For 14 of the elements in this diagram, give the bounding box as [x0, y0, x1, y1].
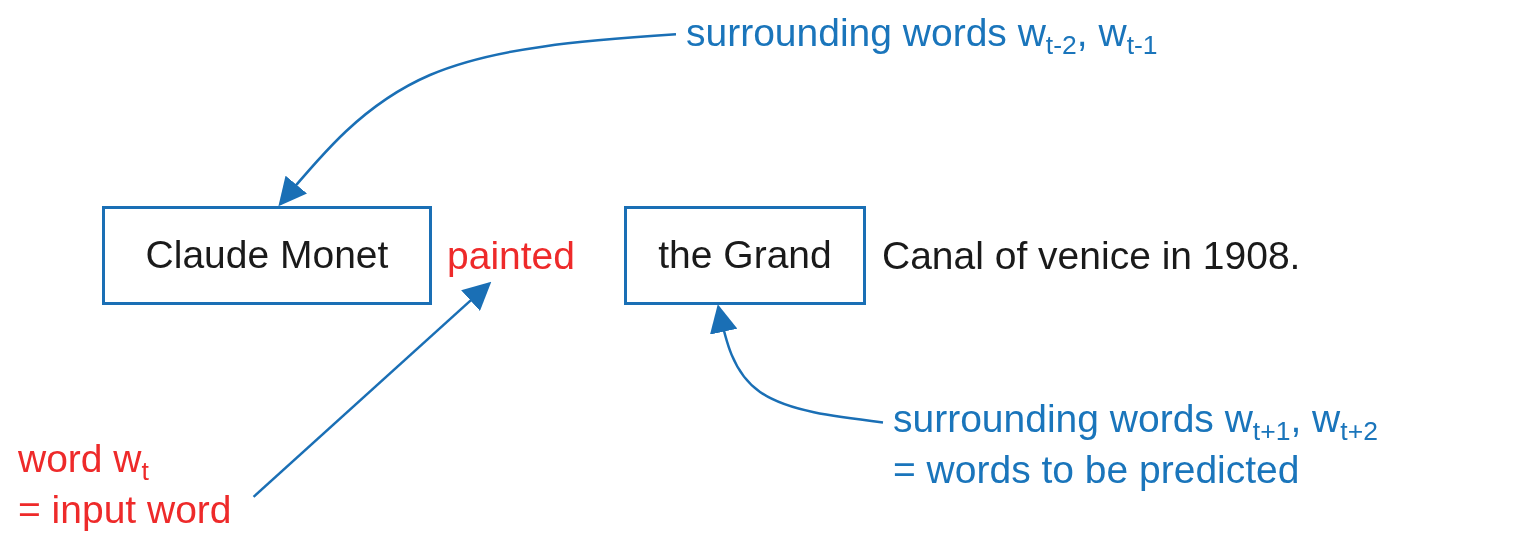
arrow: [278, 33, 677, 207]
word-text: Claude Monet: [145, 232, 389, 279]
arrow: [252, 281, 492, 498]
word-text: the Grand: [658, 232, 832, 279]
input-word: painted: [447, 233, 575, 279]
annotation-text: surrounding words w$_{t-2}$, w$_{t-1}$: [686, 10, 1158, 59]
annotation-text: = words to be predicted: [893, 446, 1301, 493]
word-box: [624, 206, 866, 305]
sentence-text: Canal of venice in 1908.: [882, 233, 1301, 279]
annotation-text: = input word: [18, 486, 232, 533]
word-box: [102, 206, 432, 305]
arrow: [710, 304, 884, 424]
annotation-text: word w$_{t}$: [18, 436, 150, 485]
annotation-text: surrounding words w$_{t+1}$, w$_{t+2}$: [893, 396, 1378, 445]
